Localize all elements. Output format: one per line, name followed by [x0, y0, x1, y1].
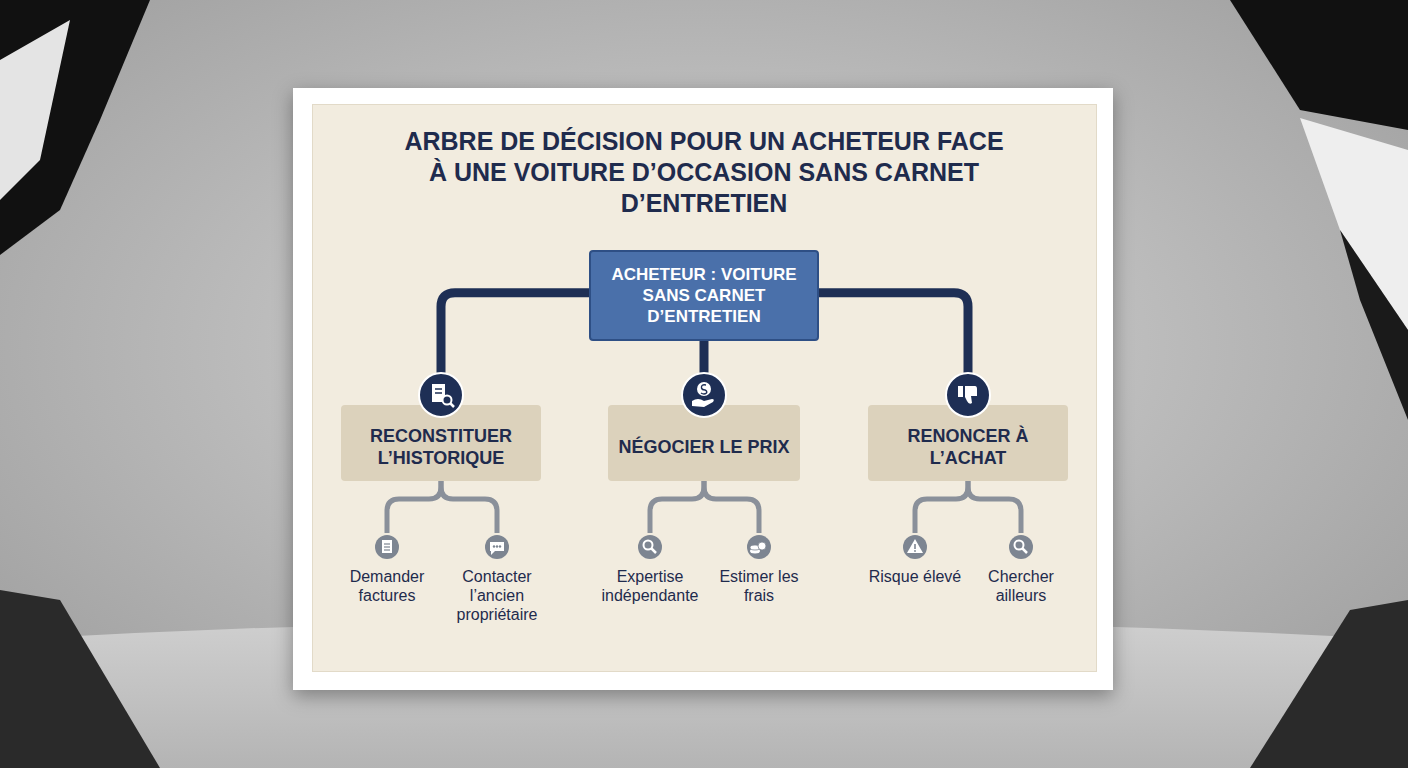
speech-bubble-icon — [485, 535, 509, 559]
node-text: Chercher ailleurs — [968, 567, 1074, 605]
warning-icon — [903, 535, 927, 559]
floor-shadow-right — [1250, 600, 1408, 768]
sub-branch-connector — [387, 481, 441, 533]
node-text: Expertise indépendante — [597, 567, 703, 605]
softbox-right — [1230, 0, 1408, 130]
node-text: RECONSTITUER L’HISTORIQUE — [351, 425, 531, 469]
document-search-icon — [419, 373, 463, 417]
money-hand-icon — [682, 373, 726, 417]
sub-branch-connector — [968, 481, 1021, 533]
floor-shadow-left — [0, 590, 160, 768]
sub-branch-connector — [915, 481, 968, 533]
softbox-right-light — [1300, 118, 1408, 330]
diagram-title: ARBRE DE DÉCISION POUR UN ACHETEUR FACE … — [394, 126, 1014, 219]
softbox-left-light — [0, 20, 70, 200]
coins-icon — [747, 535, 771, 559]
node-text: NÉGOCIER LE PRIX — [618, 436, 789, 458]
node-text: RENONCER À L’ACHAT — [878, 425, 1058, 469]
main-branch-connector — [819, 293, 968, 405]
stand-right — [1340, 230, 1408, 420]
node-text: Estimer les frais — [706, 567, 812, 605]
sub-branch-connector — [650, 481, 704, 533]
search-icon — [1009, 535, 1033, 559]
node-text: Demander factures — [334, 567, 440, 605]
invoice-icon — [375, 535, 399, 559]
node-text: ACHETEUR : VOITURE SANS CARNET D’ENTRETI… — [601, 264, 807, 327]
root-box: ACHETEUR : VOITURE SANS CARNET D’ENTRETI… — [589, 250, 819, 341]
softbox-left — [0, 0, 150, 255]
sub-branch-connector — [441, 481, 497, 533]
node-text: Contacter l’ancien propriétaire — [444, 567, 550, 624]
main-branch-connector — [441, 293, 589, 405]
sub-branch-connector — [704, 481, 759, 533]
node-text: Risque élevé — [869, 567, 962, 586]
thumbs-down-icon — [946, 373, 990, 417]
magnifier-icon — [638, 535, 662, 559]
